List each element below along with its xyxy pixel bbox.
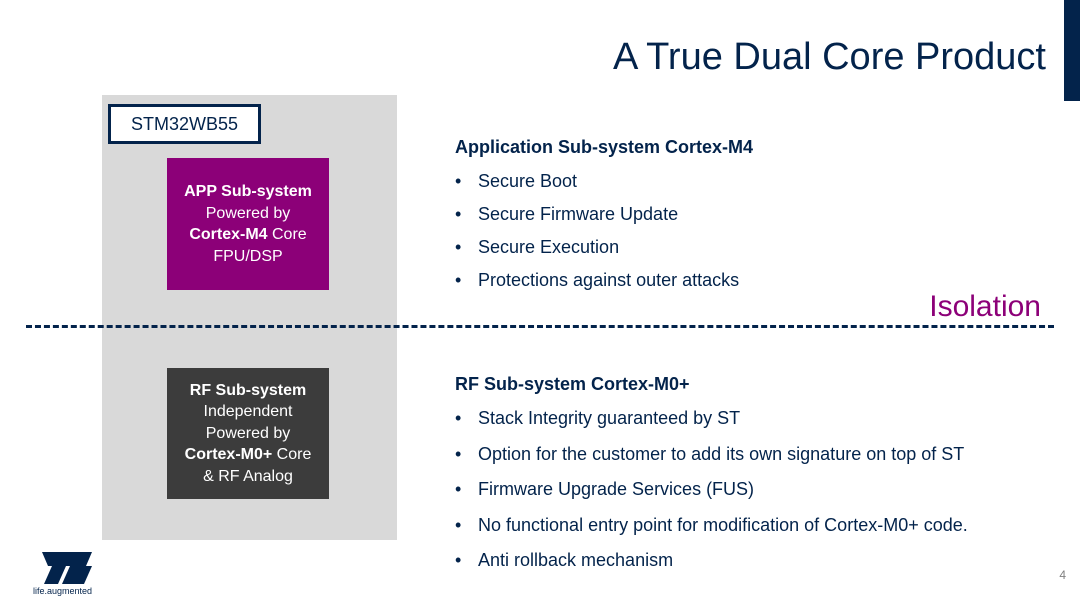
rf-box-title: RF Sub-system [189, 381, 307, 399]
app-box-powered-by: Powered by [205, 204, 291, 222]
bullet-icon: • [455, 270, 462, 290]
bullet-text: Secure Firmware Update [478, 204, 679, 224]
app-box-title: APP Sub-system [184, 183, 312, 200]
rf-subsystem-box: RF Sub-system Independent Powered by Cor… [167, 368, 329, 499]
bullet-icon: • [455, 479, 462, 499]
bullet-icon: • [455, 408, 462, 428]
rf-box-core-suffix: Core [272, 446, 312, 464]
bullet-text: Firmware Upgrade Services (FUS) [478, 479, 755, 499]
isolation-label: Isolation [929, 290, 1041, 323]
rf-bullet-list: • Stack Integrity guaranteed by ST • Optio… [455, 408, 968, 586]
list-item: • Option for the customer to add its own … [455, 444, 968, 480]
list-item: • Secure Boot [455, 171, 739, 204]
rf-box-powered-by: Powered by [205, 424, 291, 442]
bullet-text: Anti rollback mechanism [478, 550, 674, 570]
rf-box-independent: Independent [203, 403, 293, 421]
list-item: • No functional entry point for modificat… [455, 515, 968, 551]
list-item: • Anti rollback mechanism [455, 550, 968, 586]
rf-section-heading: RF Sub-system Cortex-M0+ [455, 374, 690, 394]
accent-bar [1064, 0, 1080, 101]
list-item: • Firmware Upgrade Services (FUS) [455, 479, 968, 515]
bullet-text: Secure Boot [478, 171, 578, 191]
bullet-text: Protections against outer attacks [478, 270, 740, 290]
bullet-icon: • [455, 204, 462, 224]
st-logo-shape [42, 552, 92, 584]
rf-box-core-name: Cortex-M0+ [184, 446, 273, 464]
app-box-core-name: Cortex-M4 [189, 226, 268, 243]
app-box-core-suffix: Core [267, 226, 307, 243]
app-box-fpu-dsp: FPU/DSP [213, 247, 283, 265]
bullet-icon: • [455, 514, 462, 535]
app-subsystem-box: APP Sub-system Powered by Cortex-M4 Core… [167, 158, 329, 290]
bullet-icon: • [455, 237, 462, 257]
logo-tagline: life.augmented [33, 586, 93, 596]
bullet-text: Stack Integrity guaranteed by ST [478, 408, 741, 428]
app-bullet-list: • Secure Boot • Secure Firmware Update • Se… [455, 171, 739, 303]
list-item: • Protections against outer attacks [455, 270, 739, 303]
page-number: 4 [1059, 568, 1066, 582]
slide-title: A True Dual Core Product [613, 36, 1046, 78]
chip-label: STM32WB55 [108, 104, 261, 144]
list-item: • Secure Execution [455, 237, 739, 270]
bullet-icon: • [455, 550, 462, 570]
bullet-icon: • [455, 443, 462, 464]
st-logo-shape [62, 566, 92, 584]
bullet-text: Option for the customer to add its own s… [478, 443, 965, 464]
list-item: • Stack Integrity guaranteed by ST [455, 408, 968, 444]
bullet-text: Secure Execution [478, 237, 620, 257]
bullet-text: No functional entry point for modificati… [478, 514, 968, 535]
st-logo-icon [42, 552, 92, 584]
list-item: • Secure Firmware Update [455, 204, 739, 237]
bullet-icon: • [455, 171, 462, 191]
app-section-heading: Application Sub-system Cortex-M4 [455, 137, 754, 157]
isolation-divider [26, 325, 1054, 328]
rf-box-rf-analog: & RF Analog [203, 467, 293, 485]
